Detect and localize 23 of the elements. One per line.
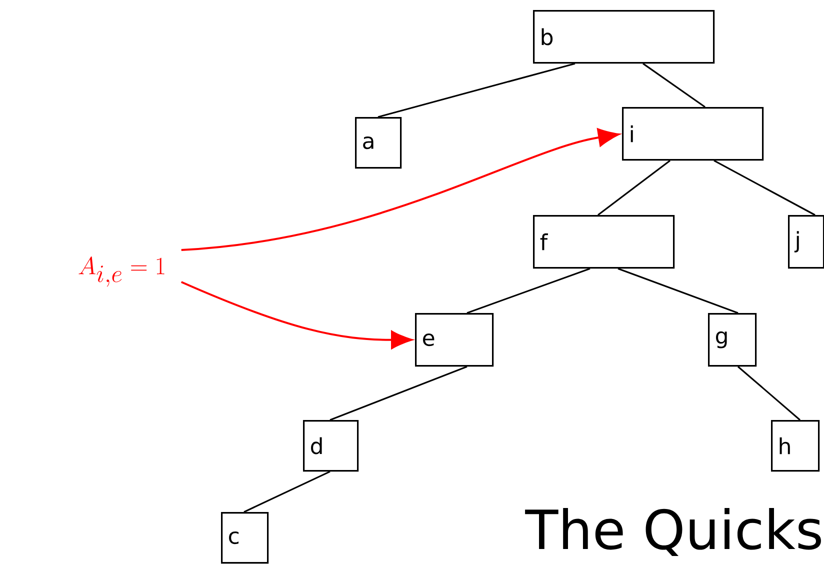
- tree-edge: [330, 366, 468, 421]
- tree-edge: [378, 62, 576, 118]
- tree-node-box: e: [415, 312, 494, 367]
- heading: The Quicks: [525, 508, 821, 556]
- tree-edge: [598, 160, 670, 216]
- tree-node-box: d: [303, 420, 359, 472]
- tree-edge: [244, 470, 330, 513]
- tree-node-box: g: [708, 312, 757, 367]
- tree-edge: [714, 160, 816, 216]
- tree-edge: [618, 268, 738, 314]
- arrow: [180, 281, 412, 349]
- formula: $A_{i,e} = 1$: [78, 256, 164, 287]
- tree-node-box: a: [355, 117, 402, 169]
- tree-edge: [642, 62, 706, 108]
- tree-node-box: c: [221, 512, 269, 564]
- arrow: [181, 128, 620, 251]
- tree-node-box: j: [788, 214, 824, 269]
- tree-edge: [737, 366, 801, 421]
- tree-node-box: f: [533, 214, 675, 269]
- tree-edge: [466, 268, 590, 314]
- tree-node-box: h: [771, 420, 820, 472]
- tree-node-box: i: [622, 106, 764, 161]
- tree-node-box: b: [533, 10, 715, 64]
